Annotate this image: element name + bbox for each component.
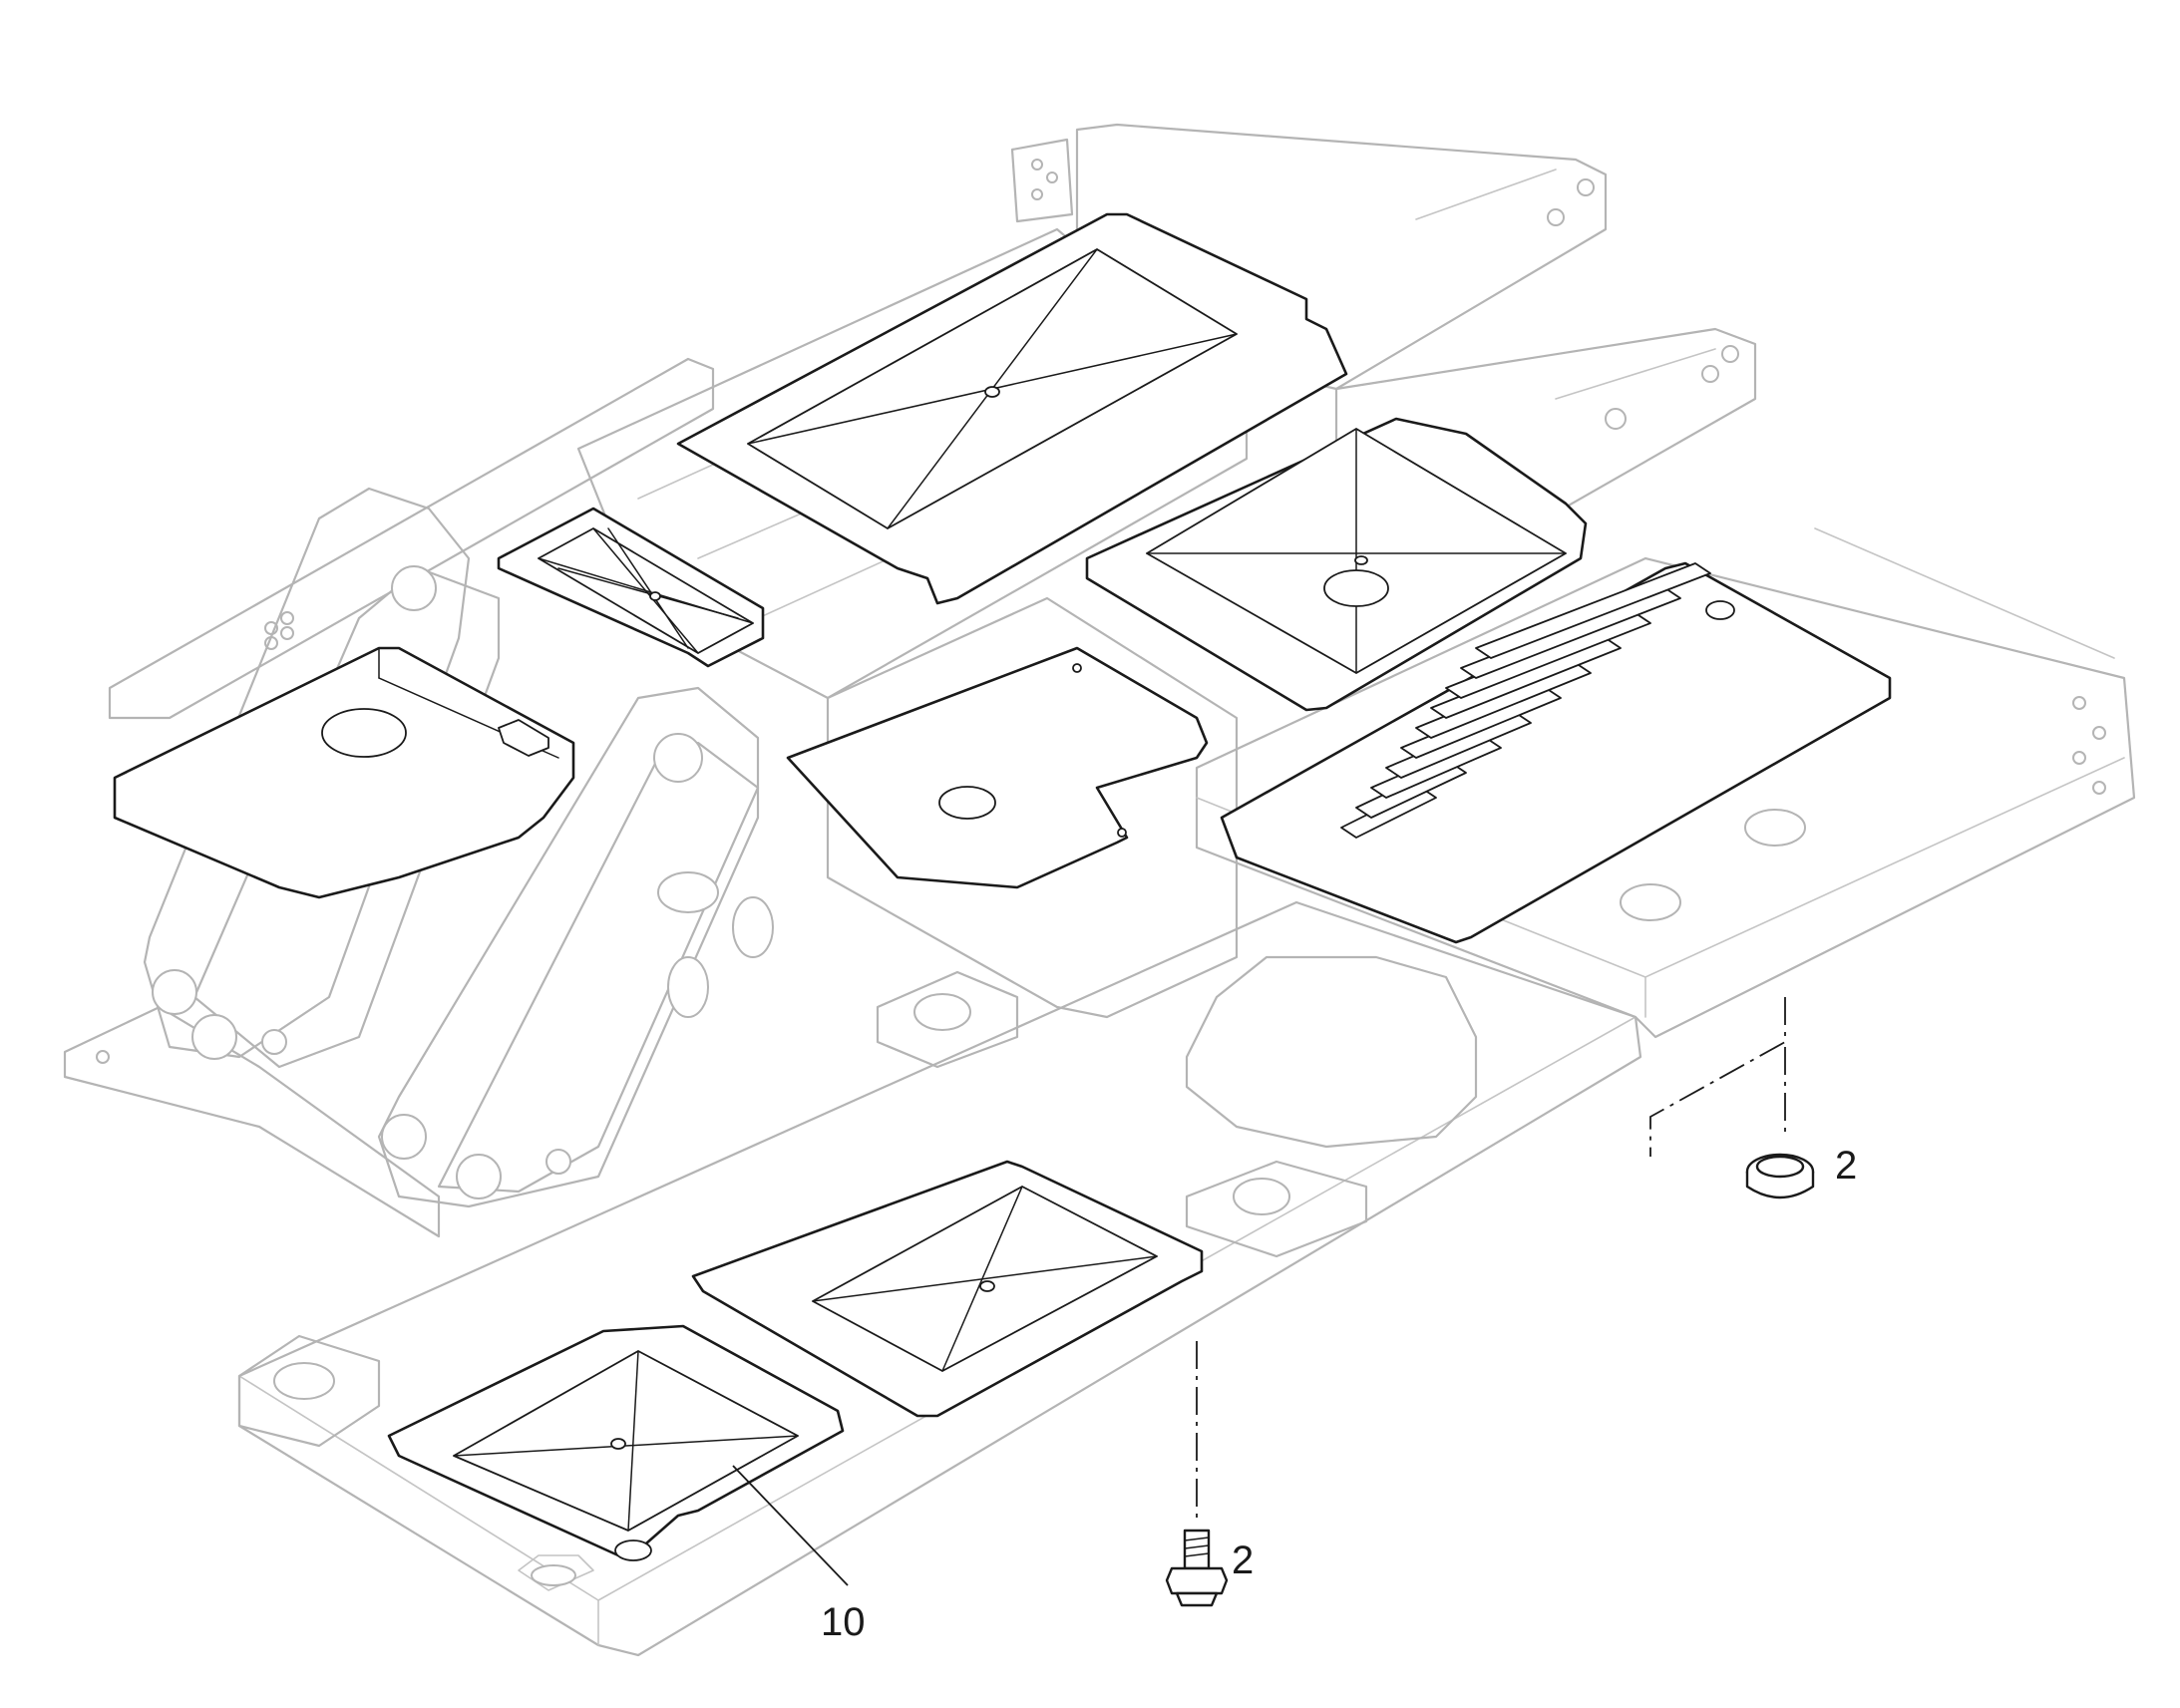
cover-rear-top: [676, 212, 1348, 605]
left-outer-beam: [108, 357, 715, 720]
cover-front-left: [387, 1324, 845, 1561]
leader-line-cover: [732, 1465, 849, 1586]
callout-leaders: [732, 997, 1786, 1586]
center-cross-member: [826, 596, 1239, 1019]
cover-louvered: [1220, 561, 1892, 944]
cover-left-large: [113, 646, 575, 899]
louver-slots: [1340, 562, 1711, 839]
bolt-part: [1165, 1529, 1229, 1607]
mount-pad-right: [1185, 1160, 1368, 1258]
callout-bolt-label: 2: [1232, 1538, 1254, 1582]
centerline-plug: [1649, 997, 1786, 1157]
cover-plates: [113, 212, 1892, 1561]
right-deck-outline: [1195, 556, 2136, 1039]
rear-bracket: [1010, 138, 1074, 223]
cover-front-center: [691, 1160, 1204, 1418]
boom-foot-inner-plate: [192, 566, 501, 1069]
swing-bearing-opening: [1185, 955, 1478, 1149]
callout-plug-label: 2: [1835, 1144, 1857, 1188]
cover-rear-right: [1085, 417, 1588, 712]
cover-left-small: [497, 507, 765, 668]
boom-foot-right-plate: [377, 686, 760, 1208]
mount-pad-center: [876, 970, 1019, 1069]
plug-part: [1745, 1153, 1815, 1199]
main-deck-outline: [237, 900, 1642, 1657]
cover-center: [786, 646, 1209, 889]
front-deck-end: [237, 1334, 381, 1448]
left-lower-beam: [63, 1005, 441, 1238]
callout-cover-label: 10: [821, 1600, 866, 1644]
